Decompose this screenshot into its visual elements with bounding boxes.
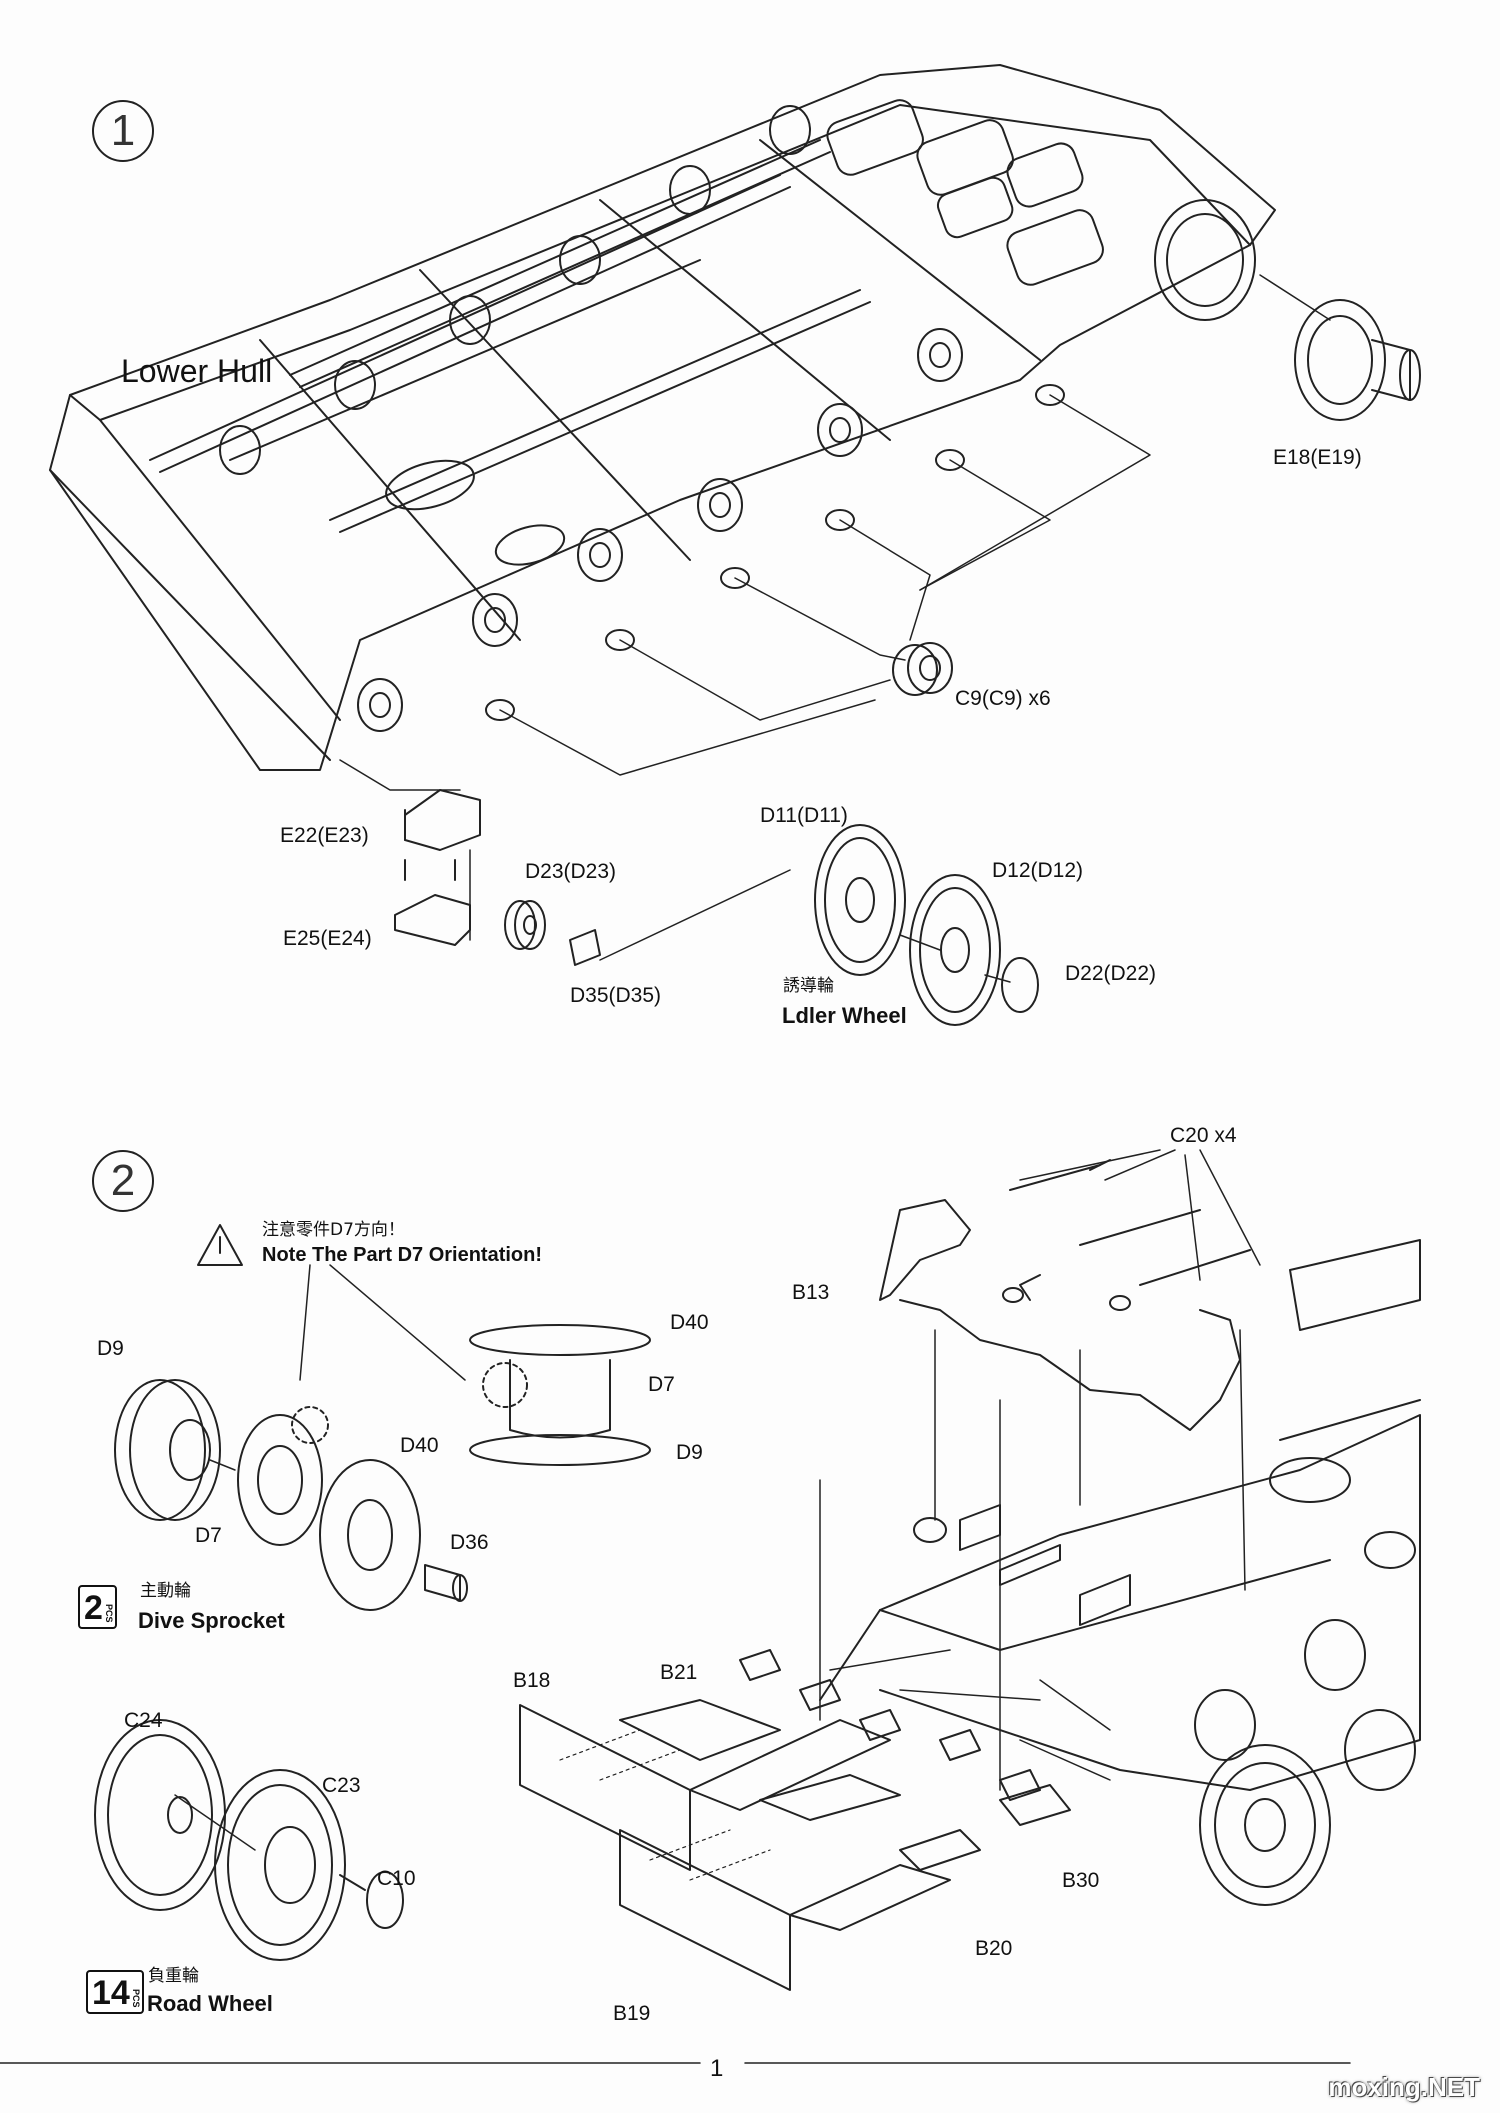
step1-leaders (339, 274, 1331, 791)
warning-icon (197, 1224, 243, 1266)
label-c20: C20 x4 (1170, 1124, 1237, 1147)
label-c23: C23 (322, 1774, 361, 1797)
label-b19: B19 (613, 2002, 651, 2025)
label-d9-detail: D9 (676, 1441, 703, 1464)
label-d11: D11(D11) (760, 804, 848, 827)
c20-leaders (819, 1149, 1261, 1791)
label-d22: D22(D22) (1065, 962, 1157, 985)
label-d36: D36 (450, 1531, 489, 1554)
label-d12: D12(D12) (992, 859, 1084, 882)
label-d9: D9 (97, 1337, 124, 1360)
notice-cn: 注意零件D7方向！ (262, 1220, 405, 1240)
dotted-guides (559, 1729, 771, 1881)
notice-en: Note The Part D7 Orientation! (262, 1244, 543, 1266)
label-b30: B30 (1062, 1869, 1100, 1892)
hull-section-step2 (819, 1239, 1421, 1906)
idler-wheels (814, 824, 1039, 1026)
label-b20: B20 (975, 1937, 1013, 1960)
label-b18: B18 (513, 1669, 551, 1692)
roadwheel-parts (94, 1719, 404, 1961)
roadwheel-label-en: Road Wheel (147, 1991, 273, 2016)
label-e18: E18(E19) (1273, 446, 1362, 469)
idler-label-cn: 誘導輪 (783, 976, 834, 996)
label-d7: D7 (195, 1524, 222, 1547)
step-number-2: 2 (92, 1150, 154, 1212)
sprocket-count-box: 2 PCS (78, 1585, 117, 1629)
roadwheel-count: 14 (92, 1974, 130, 2012)
b13-frame (879, 1159, 1251, 1431)
label-d23: D23(D23) (525, 860, 617, 883)
c9-part (892, 642, 953, 696)
label-d40-detail: D40 (670, 1311, 709, 1334)
d23-d35-parts (504, 869, 791, 966)
label-d7-detail: D7 (648, 1373, 675, 1396)
sprocket-unit: PCS (103, 1604, 114, 1623)
sprocket-parts (114, 1379, 468, 1611)
label-e25: E25(E24) (283, 927, 372, 950)
roadwheel-count-box: 14 PCS (86, 1970, 144, 2014)
b-arrows (829, 1649, 1111, 1781)
roadwheel-label-cn: 負重輪 (148, 1966, 199, 1986)
step-number-1: 1 (92, 100, 154, 162)
idler-label-en: Ldler Wheel (782, 1003, 907, 1028)
roadwheel-unit: PCS (130, 1989, 141, 2008)
label-e22: E22(E23) (280, 824, 369, 847)
idler-bracket (394, 789, 481, 946)
label-c9: C9(C9) x6 (955, 687, 1051, 710)
site-watermark: moxing.NET (1328, 2072, 1480, 2102)
sprocket-label-en: Dive Sprocket (138, 1608, 285, 1633)
sprocket-label-cn: 主動輪 (140, 1581, 191, 1601)
label-d40: D40 (400, 1434, 439, 1457)
label-b13: B13 (792, 1281, 830, 1304)
label-d35: D35(D35) (570, 984, 662, 1007)
label-c10: C10 (377, 1867, 416, 1890)
page-number: 1 (710, 2055, 724, 2082)
d7-detail (299, 1264, 651, 1466)
sprocket-count: 2 (84, 1589, 103, 1627)
label-c24: C24 (124, 1709, 163, 1732)
label-b21: B21 (660, 1661, 698, 1684)
lower-hull-title: Lower Hull (121, 353, 273, 389)
lower-hull-drawing (49, 64, 1421, 771)
track-guard-plates (519, 1649, 1071, 1991)
